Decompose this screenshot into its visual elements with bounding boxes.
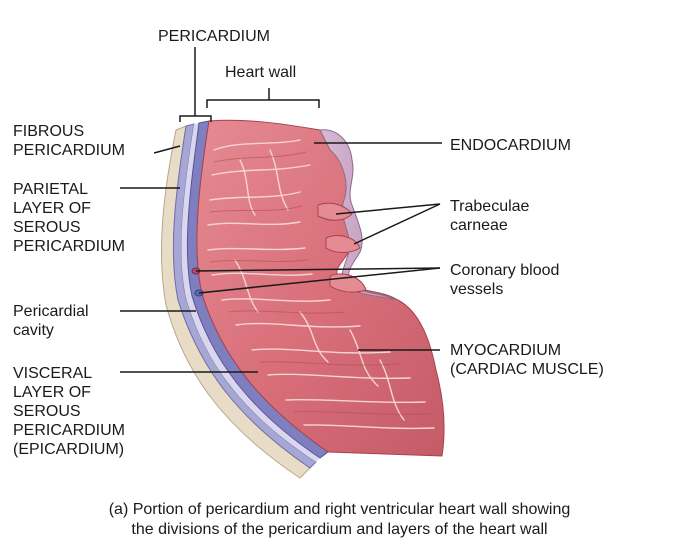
label-line: vessels: [450, 281, 504, 298]
label-fibrous-pericardium: FIBROUS PERICARDIUM: [13, 122, 125, 160]
heart-wall-bracket: [206, 88, 320, 108]
label-line: PERICARDIUM: [13, 142, 126, 159]
label-line: LAYER OF: [13, 384, 91, 401]
label-myocardium: MYOCARDIUM (CARDIAC MUSCLE): [450, 341, 604, 379]
label-line: PERICARDIUM: [13, 238, 126, 255]
label-heart-wall: Heart wall: [225, 64, 297, 81]
label-trabeculae-carneae: Trabeculae carneae: [450, 197, 529, 235]
label-line: Trabeculae: [450, 198, 530, 215]
muscle-striations: [207, 139, 435, 430]
label-line: PERICARDIUM: [13, 422, 126, 439]
figure-caption: (a) Portion of pericardium and right ven…: [0, 500, 679, 540]
label-coronary-blood-vessels: Coronary blood vessels: [450, 261, 559, 299]
label-visceral-layer: VISCERAL LAYER OF SEROUS PERICARDIUM (EP…: [13, 364, 125, 459]
muscle-shadows: [209, 151, 431, 415]
caption-line: the divisions of the pericardium and lay…: [131, 521, 548, 538]
label-parietal-layer: PARIETAL LAYER OF SEROUS PERICARDIUM: [13, 180, 125, 256]
label-pericardial-cavity: Pericardial cavity: [13, 302, 89, 340]
label-line: SEROUS: [13, 219, 81, 236]
label-line: (EPICARDIUM): [13, 441, 125, 458]
pericardium-bracket: [179, 47, 212, 122]
label-line: carneae: [450, 217, 508, 234]
label-line: LAYER OF: [13, 200, 91, 217]
label-line: VISCERAL: [13, 365, 93, 382]
label-endocardium: ENDOCARDIUM: [450, 137, 571, 154]
label-line: PARIETAL: [13, 181, 88, 198]
leader-lines: [120, 142, 442, 373]
label-line: Coronary blood: [450, 262, 560, 279]
label-line: MYOCARDIUM: [450, 342, 562, 359]
label-line: SEROUS: [13, 403, 81, 420]
label-line: FIBROUS: [13, 123, 85, 140]
label-pericardium: PERICARDIUM: [158, 28, 271, 45]
label-line: cavity: [13, 322, 54, 339]
caption-line: (a) Portion of pericardium and right ven…: [108, 501, 571, 518]
label-line: (CARDIAC MUSCLE): [450, 361, 604, 378]
label-line: Pericardial: [13, 303, 89, 320]
